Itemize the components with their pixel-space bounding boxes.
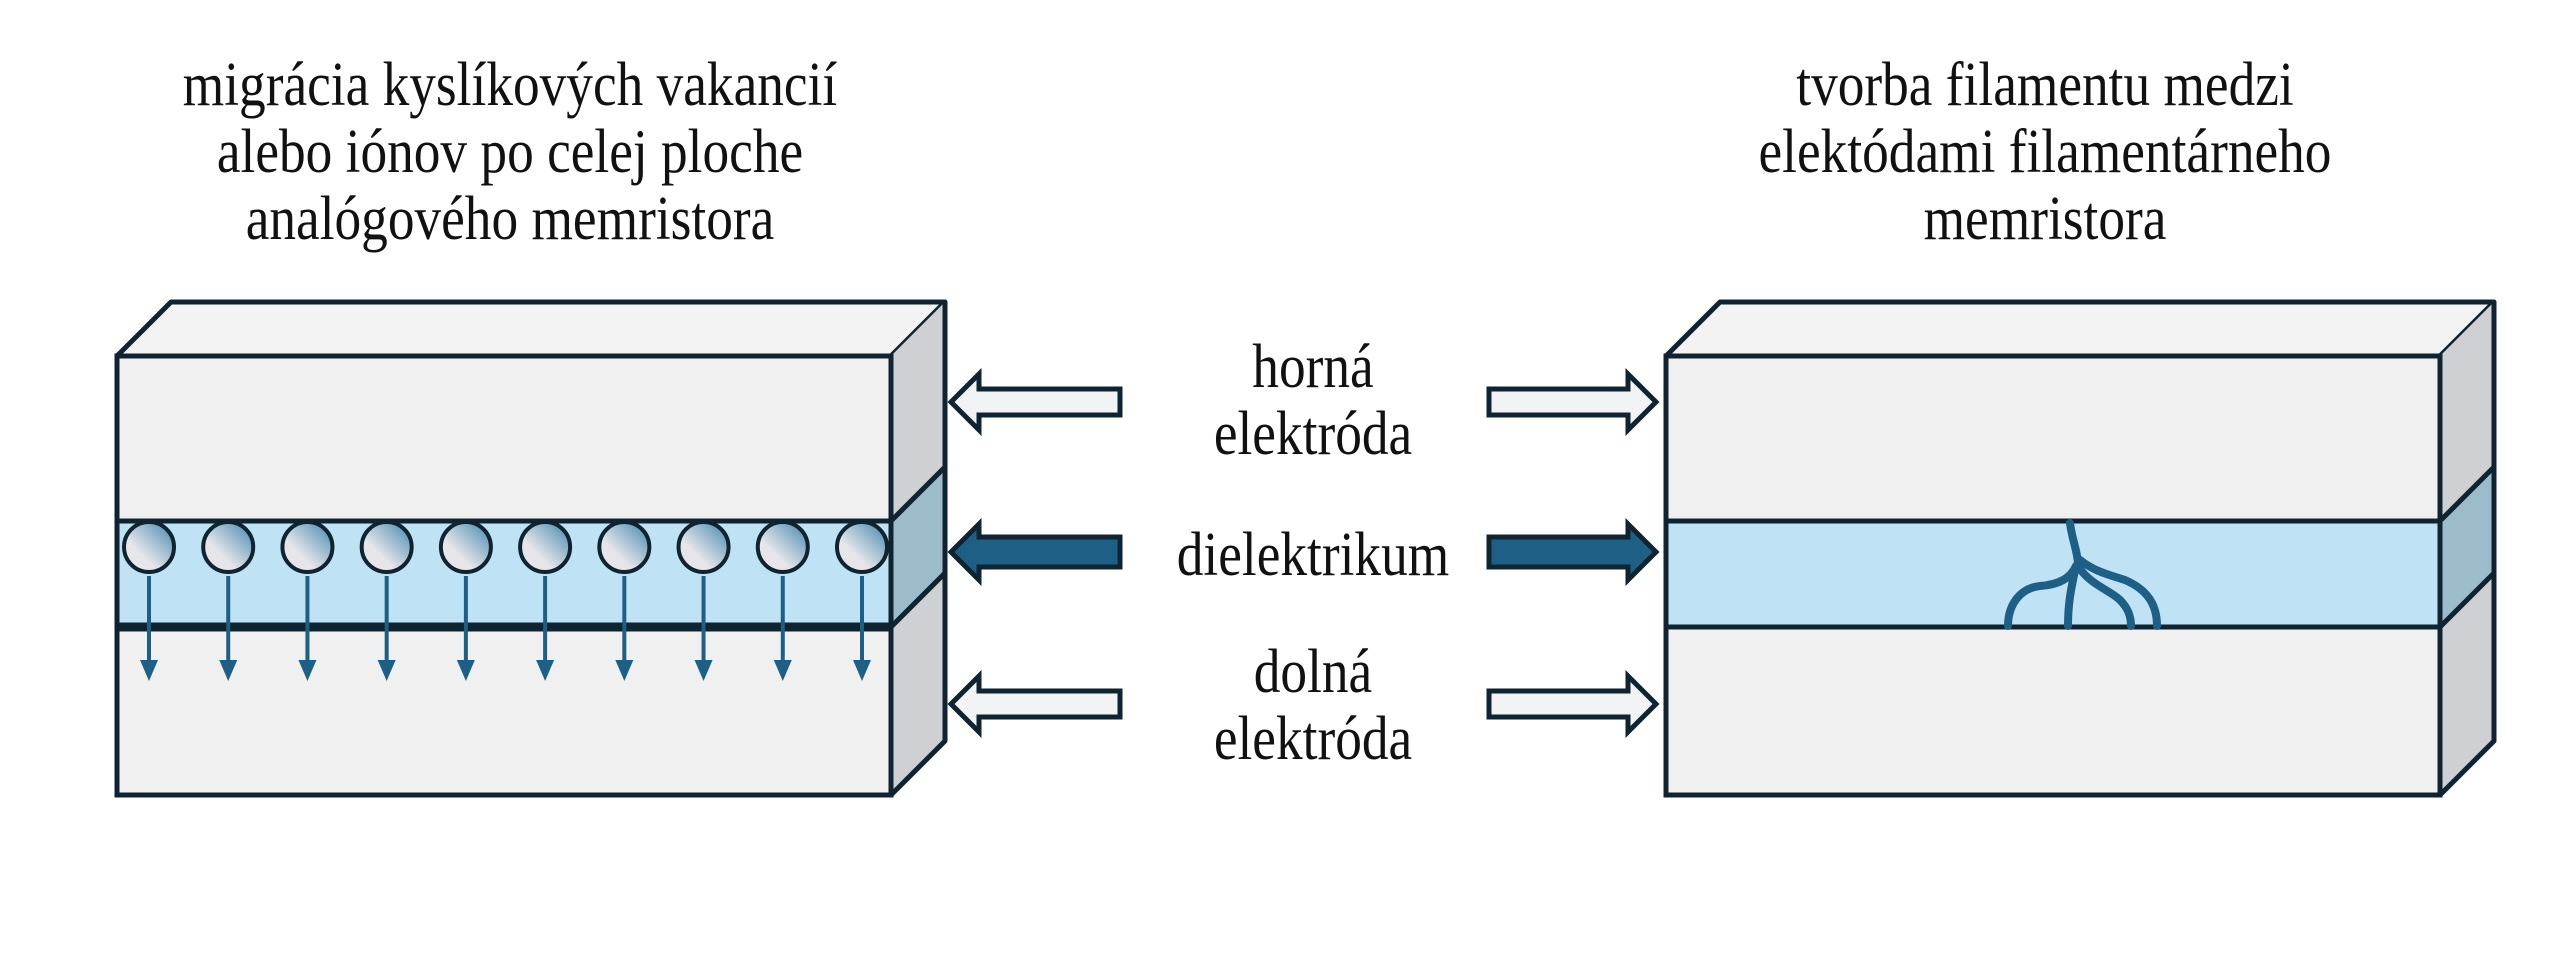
conductive-filament (2004, 519, 2161, 630)
bottom-electrode-side (891, 573, 945, 795)
dielectric-label-text: dielektrikum (1176, 521, 1450, 589)
analog-memristor-block (114, 299, 948, 798)
top-electrode-face (117, 356, 891, 521)
bottom-electrode-face (117, 627, 891, 795)
bottom-electrode-label: dolná elektróda (1141, 639, 1485, 773)
filamentary-memristor-title: tvorba filamentu medzi elektódami filame… (1658, 52, 2432, 253)
top-face (1663, 299, 2497, 359)
front-outline (114, 353, 894, 798)
front-outline (1663, 353, 2443, 798)
oxygen-vacancy-ion (676, 520, 731, 574)
side-edge-lower (2438, 571, 2496, 629)
oxygen-vacancy-ion (122, 520, 176, 574)
oxygen-vacancy-ion (597, 520, 652, 574)
title-right-line-1: tvorba filamentu medzi (1796, 51, 2294, 119)
ion-migration-arrowhead (298, 660, 317, 681)
bottom-electrode-label-line-2: elektróda (1213, 705, 1413, 773)
side-edge-upper (2438, 465, 2496, 523)
top-electrode-arrow-left (947, 367, 1123, 437)
bottom-electrode-label-line-1: dolná (1253, 638, 1373, 706)
filamentary-memristor-block (1663, 299, 2497, 798)
dielectric-arrow-left (947, 517, 1123, 587)
ion-migration-arrowhead (377, 660, 396, 681)
oxygen-vacancy-ion (359, 520, 414, 574)
top-face (114, 299, 948, 359)
ion-migration-arrowhead (219, 660, 238, 681)
side-outline (889, 302, 948, 797)
top-electrode-label-line-2: elektróda (1213, 400, 1413, 468)
ion-migration-arrowhead (536, 660, 555, 681)
dielectric-label: dielektrikum (1141, 522, 1485, 589)
ion-migration-arrowhead (615, 660, 634, 681)
ion-migration-arrowhead (456, 660, 475, 681)
dielectric-arrow-right (1486, 517, 1660, 587)
oxygen-vacancy-ion (438, 520, 493, 574)
top-electrode-side (2440, 302, 2494, 521)
ion-migration-arrowhead (773, 660, 792, 681)
title-right-line-3: memristora (1923, 185, 2167, 253)
oxygen-vacancy-ion (201, 520, 256, 574)
filament-branch-inner-right (2074, 562, 2135, 630)
bottom-electrode-arrow-left (947, 669, 1123, 739)
filament-branch-outer-right (2076, 556, 2161, 630)
side-edge-lower (889, 571, 947, 629)
top-electrode-arrow-right (1486, 367, 1660, 437)
bottom-electrode-arrow-right (1486, 669, 1660, 739)
filament-branch-left (2004, 562, 2080, 630)
title-left-line-1: migrácia kyslíkových vakancií (182, 51, 838, 119)
analog-memristor-title: migrácia kyslíkových vakancií alebo ióno… (123, 52, 897, 253)
bottom-electrode-face (1666, 627, 2440, 795)
top-electrode-label: horná elektróda (1141, 334, 1485, 468)
dielectric-side (891, 467, 945, 627)
top-electrode-face (1666, 356, 2440, 521)
title-left-line-3: analógového memristora (245, 185, 775, 253)
ion-migration-arrowhead (694, 660, 713, 681)
filament-branch-middle (2064, 562, 2080, 630)
title-right-line-2: elektódami filamentárneho (1758, 118, 2332, 186)
oxygen-vacancy-ion (280, 520, 335, 574)
oxygen-vacancy-ion (755, 520, 810, 574)
top-electrode-side (891, 302, 945, 521)
bottom-electrode-side (2440, 573, 2494, 795)
title-left-line-2: alebo iónov po celej ploche (216, 118, 804, 186)
dielectric-side (2440, 467, 2494, 627)
ion-migration-arrowhead (140, 660, 158, 681)
dielectric-face (1666, 521, 2440, 627)
ion-migration-arrowhead (853, 660, 871, 681)
layer-pointer-arrows (947, 367, 1660, 739)
side-edge-upper (889, 465, 947, 523)
oxygen-vacancy-ion (518, 520, 573, 574)
top-electrode-label-line-1: horná (1252, 333, 1374, 401)
side-outline (2438, 302, 2497, 797)
oxygen-vacancy-ion (835, 520, 889, 574)
